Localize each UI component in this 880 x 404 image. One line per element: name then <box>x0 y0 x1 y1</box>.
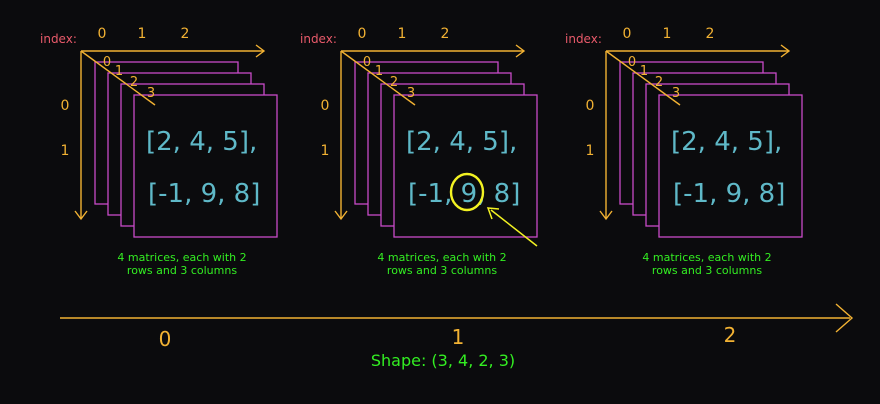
group-1-matrix-row-1: [-1, 9, 8] <box>408 179 520 209</box>
bottom-index-1: 1 <box>452 325 465 349</box>
group-0-matrix-row-1: [-1, 9, 8] <box>148 179 260 209</box>
group-2-horizontal-arrowhead <box>780 44 791 58</box>
group-0-depth-axis <box>80 50 156 106</box>
group-2-matrix-3 <box>658 94 803 238</box>
group-2-layer-index-3: 3 <box>672 86 680 101</box>
group-1-vertical-arrowhead <box>334 210 348 221</box>
group-2-layer-index-0: 0 <box>628 55 636 70</box>
group-1-layer-index-0: 0 <box>363 55 371 70</box>
group-0-caption-line-1: rows and 3 columns <box>127 264 237 277</box>
group-2-layer-index-2: 2 <box>655 75 663 90</box>
group-2-depth-axis <box>605 50 681 106</box>
group-1-horizontal-arrowhead <box>515 44 526 58</box>
shape-label: Shape: (3, 4, 2, 3) <box>371 351 515 370</box>
group-2-vertical-arrowhead <box>599 210 613 221</box>
group-1-index-label: index: <box>300 32 337 46</box>
group-1-layer-index-2: 2 <box>390 75 398 90</box>
group-2-caption-line-1: rows and 3 columns <box>652 264 762 277</box>
group-2-caption-line-0: 4 matrices, each with 2 <box>642 251 771 264</box>
bottom-index-0: 0 <box>159 327 172 351</box>
group-0-side-index-1: 1 <box>61 143 70 159</box>
highlight-pointer-arrowhead <box>486 207 500 220</box>
group-0-top-index-2: 2 <box>181 26 190 42</box>
group-2-side-index-1: 1 <box>586 143 595 159</box>
group-2-layer-index-1: 1 <box>640 64 648 79</box>
group-1-matrix-3 <box>393 94 538 238</box>
group-0-layer-index-2: 2 <box>130 75 138 90</box>
group-0-top-index-0: 0 <box>98 26 107 42</box>
group-1-caption-line-0: 4 matrices, each with 2 <box>377 251 506 264</box>
group-0-top-index-1: 1 <box>138 26 147 42</box>
bottom-index-2: 2 <box>724 323 737 347</box>
group-0-vertical-arrowhead <box>74 210 88 221</box>
group-2-matrix-row-0: [2, 4, 5], <box>671 127 782 157</box>
group-0-matrix-row-0: [2, 4, 5], <box>146 127 257 157</box>
group-1-matrix-row-0: [2, 4, 5], <box>406 127 517 157</box>
group-1-top-index-2: 2 <box>441 26 450 42</box>
group-2-top-index-2: 2 <box>706 26 715 42</box>
bottom-axis-arrowhead <box>835 303 854 333</box>
group-1-caption-line-1: rows and 3 columns <box>387 264 497 277</box>
group-0-horizontal-arrowhead <box>255 44 266 58</box>
group-0-layer-index-1: 1 <box>115 64 123 79</box>
group-2-top-index-1: 1 <box>663 26 672 42</box>
group-2-matrix-row-1: [-1, 9, 8] <box>673 179 785 209</box>
group-1-top-index-1: 1 <box>398 26 407 42</box>
group-1-depth-axis <box>340 50 416 106</box>
group-1-side-index-0: 0 <box>321 98 330 114</box>
group-2-index-label: index: <box>565 32 602 46</box>
group-1-layer-index-3: 3 <box>407 86 415 101</box>
group-0-layer-index-0: 0 <box>103 55 111 70</box>
group-0-matrix-3 <box>133 94 278 238</box>
highlight-pointer-arrow <box>490 209 538 247</box>
group-2-top-index-0: 0 <box>623 26 632 42</box>
group-0-caption-line-0: 4 matrices, each with 2 <box>117 251 246 264</box>
group-2-side-index-0: 0 <box>586 98 595 114</box>
group-1-layer-index-1: 1 <box>375 64 383 79</box>
group-0-index-label: index: <box>40 32 77 46</box>
group-0-side-index-0: 0 <box>61 98 70 114</box>
group-0-layer-index-3: 3 <box>147 86 155 101</box>
highlight-circle <box>449 172 485 212</box>
group-1-top-index-0: 0 <box>358 26 367 42</box>
group-1-side-index-1: 1 <box>321 143 330 159</box>
